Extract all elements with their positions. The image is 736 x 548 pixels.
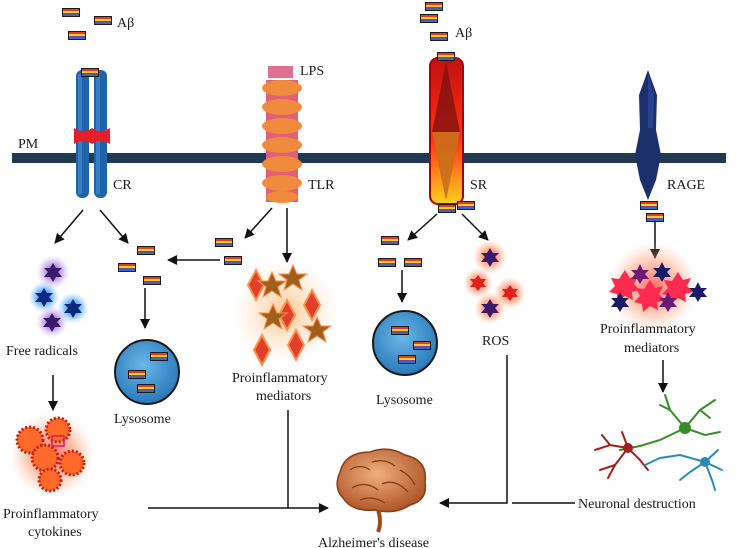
pm-label: PM	[18, 137, 39, 152]
abeta-cluster-left: Aβ	[62, 8, 134, 40]
ros-cluster: ROS	[463, 240, 526, 349]
mediators-center-label-line2: mediators	[256, 389, 311, 404]
sr-receptor: Aβ SR	[420, 2, 488, 213]
mediators-center-cluster: Proinflammatory mediators	[232, 260, 337, 404]
mediators-right-label-line2: mediators	[624, 341, 679, 356]
lysosome-left-label: Lysosome	[114, 412, 171, 427]
abeta-label-right: Aβ	[455, 26, 472, 41]
cytokines-label-line1: Proinflammatory	[3, 507, 99, 522]
mediators-right-label-line1: Proinflammatory	[600, 322, 696, 337]
rage-receptor: RAGE	[635, 70, 705, 222]
lysosome-right-label: Lysosome	[376, 393, 433, 408]
ros-label: ROS	[482, 334, 509, 349]
brain-icon: Alzheimer's disease	[318, 448, 429, 548]
neuronal-destruction-label: Neuronal destruction	[578, 497, 696, 512]
plasma-membrane	[12, 153, 726, 163]
rage-label: RAGE	[667, 178, 705, 193]
cr-label: CR	[113, 178, 132, 193]
cytokines-cluster: Proinflammatory cytokines	[3, 413, 99, 540]
mediators-center-label-line1: Proinflammatory	[232, 371, 328, 386]
free-radicals-label: Free radicals	[6, 344, 78, 359]
cr-receptor: CR	[74, 68, 132, 198]
mediators-right-cluster: Proinflammatory mediators	[600, 242, 707, 356]
lps-label: LPS	[300, 64, 324, 79]
abeta-label-left: Aβ	[117, 16, 134, 31]
alzheimers-label: Alzheimer's disease	[318, 536, 429, 548]
lysosome-left: Lysosome	[114, 339, 180, 427]
sr-label: SR	[470, 178, 488, 193]
cytokines-label-line2: cytokines	[28, 525, 82, 540]
lysosome-right: Lysosome	[372, 310, 438, 408]
tlr-label: TLR	[308, 178, 335, 193]
flow-arrows	[48, 207, 668, 513]
tlr-receptor: LPS TLR	[262, 64, 335, 203]
free-radicals-cluster: Free radicals	[6, 255, 89, 359]
neuron-icon: Neuronal destruction	[578, 394, 723, 512]
